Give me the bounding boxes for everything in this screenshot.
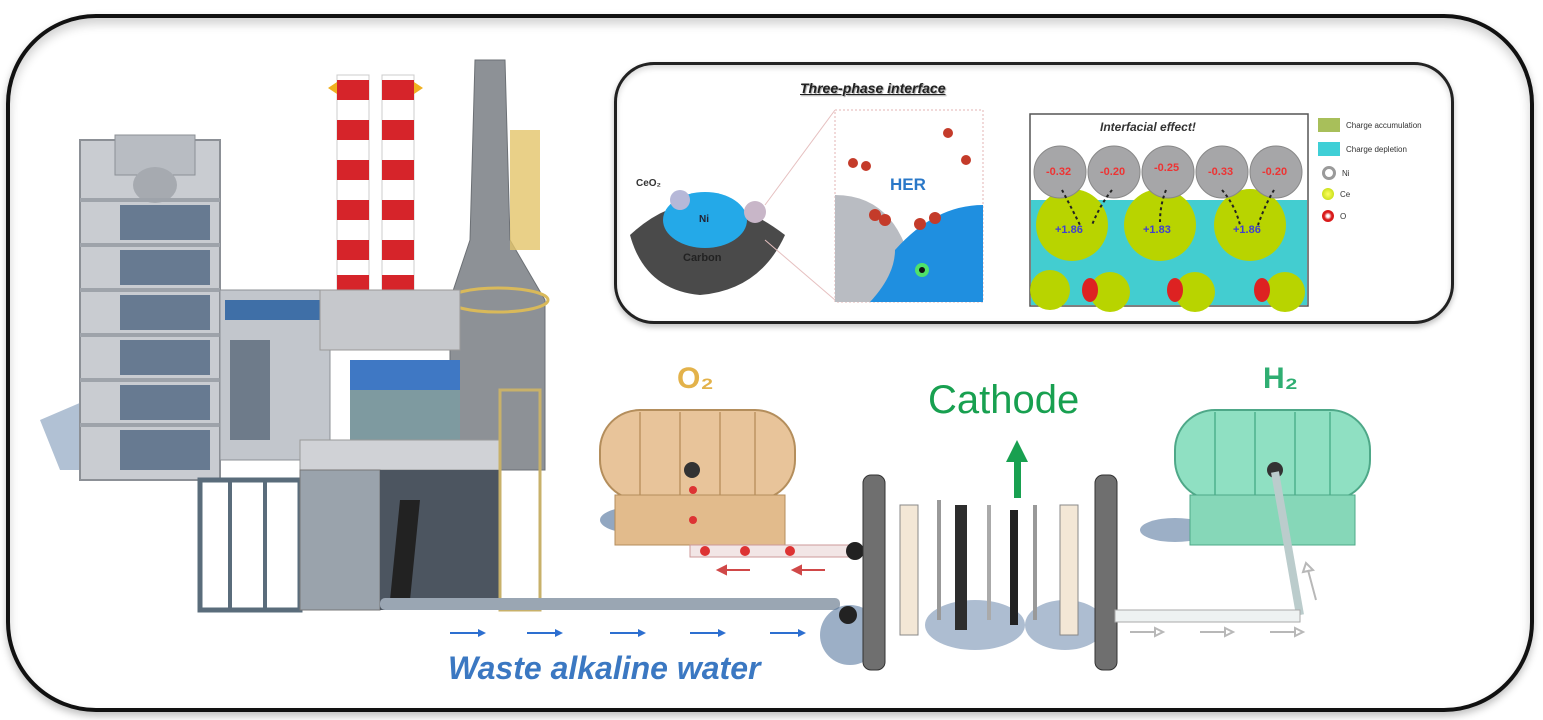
ce-atom-icon (1322, 188, 1334, 200)
ni-charge: -0.20 (1262, 166, 1288, 178)
cathode-up-arrow (1006, 440, 1028, 498)
ce-charge: +1.83 (1143, 224, 1171, 236)
inset-title: Three-phase interface (800, 80, 946, 96)
legend-label: Ni (1342, 168, 1350, 178)
flow-arrow-head (718, 629, 726, 637)
ni-charge: -0.32 (1046, 166, 1072, 178)
h2-label: H₂ (1263, 362, 1298, 395)
legend-item: Ni (1322, 166, 1350, 180)
ni-atom-icon (1322, 166, 1336, 180)
flow-arrow-head (555, 629, 563, 637)
legend-label: Charge depletion (1346, 144, 1407, 154)
h2-tank (1114, 409, 1371, 623)
red-white-chimneys (328, 74, 423, 301)
ni-label: Ni (699, 214, 709, 225)
ni-charge: -0.20 (1100, 166, 1126, 178)
ce-charge: +1.86 (1233, 224, 1261, 236)
flow-arrow-head (798, 629, 806, 637)
her-label: HER (890, 175, 926, 194)
legend-label: Charge accumulation (1346, 120, 1422, 130)
waste-water-flow-arrows (450, 629, 806, 637)
cathode-label: Cathode (928, 378, 1080, 422)
carbon-label: Carbon (683, 252, 722, 264)
charge-depletion-swatch (1318, 142, 1340, 156)
industrial-plant (40, 59, 550, 613)
waste-water-pipe (380, 598, 840, 610)
legend-item: Charge accumulation (1318, 118, 1422, 132)
charge-accumulation-swatch (1318, 118, 1340, 132)
ni-charge: -0.25 (1154, 162, 1180, 174)
ce-charge: +1.86 (1055, 224, 1083, 236)
flow-arrow-head (478, 629, 486, 637)
legend-item: Charge depletion (1318, 142, 1407, 156)
h2-flow-arrows (1130, 561, 1317, 638)
legend-item: Ce (1322, 188, 1350, 200)
ni-charge: -0.33 (1208, 166, 1234, 178)
o-atom-icon (1322, 210, 1334, 222)
legend-label: O (1340, 211, 1347, 221)
ceo2-label: CeO₂ (636, 178, 662, 189)
flow-arrow-head (638, 629, 646, 637)
electrolyzer-stack (820, 474, 1118, 671)
legend-item: O (1322, 210, 1346, 222)
o2-flow-arrows (715, 564, 825, 576)
legend-label: Ce (1340, 189, 1351, 199)
o2-label: O₂ (677, 362, 714, 395)
o2-tank (599, 409, 864, 560)
interfacial-effect-title: Interfacial effect! (1100, 120, 1196, 134)
waste-alkaline-water-label: Waste alkaline water (448, 650, 761, 686)
